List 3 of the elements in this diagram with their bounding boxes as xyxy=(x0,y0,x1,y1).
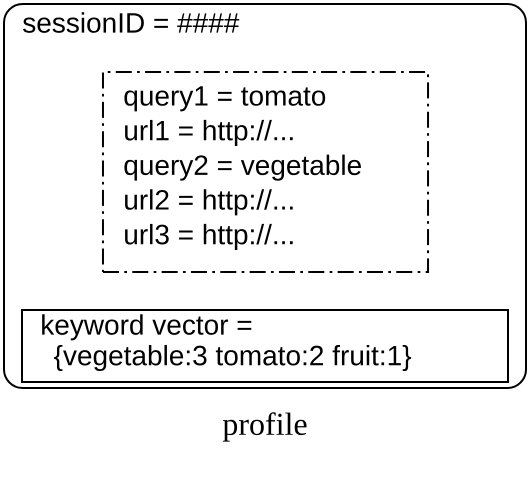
history-box: query1 = tomato url1 = http://... query2 = vegetable url2 = http://... url3 = http://... xyxy=(102,71,430,273)
node-label: profile xyxy=(222,412,307,442)
vector-box: keyword vector = {vegetable:3 tomato:2 fruit:1} xyxy=(21,309,509,383)
